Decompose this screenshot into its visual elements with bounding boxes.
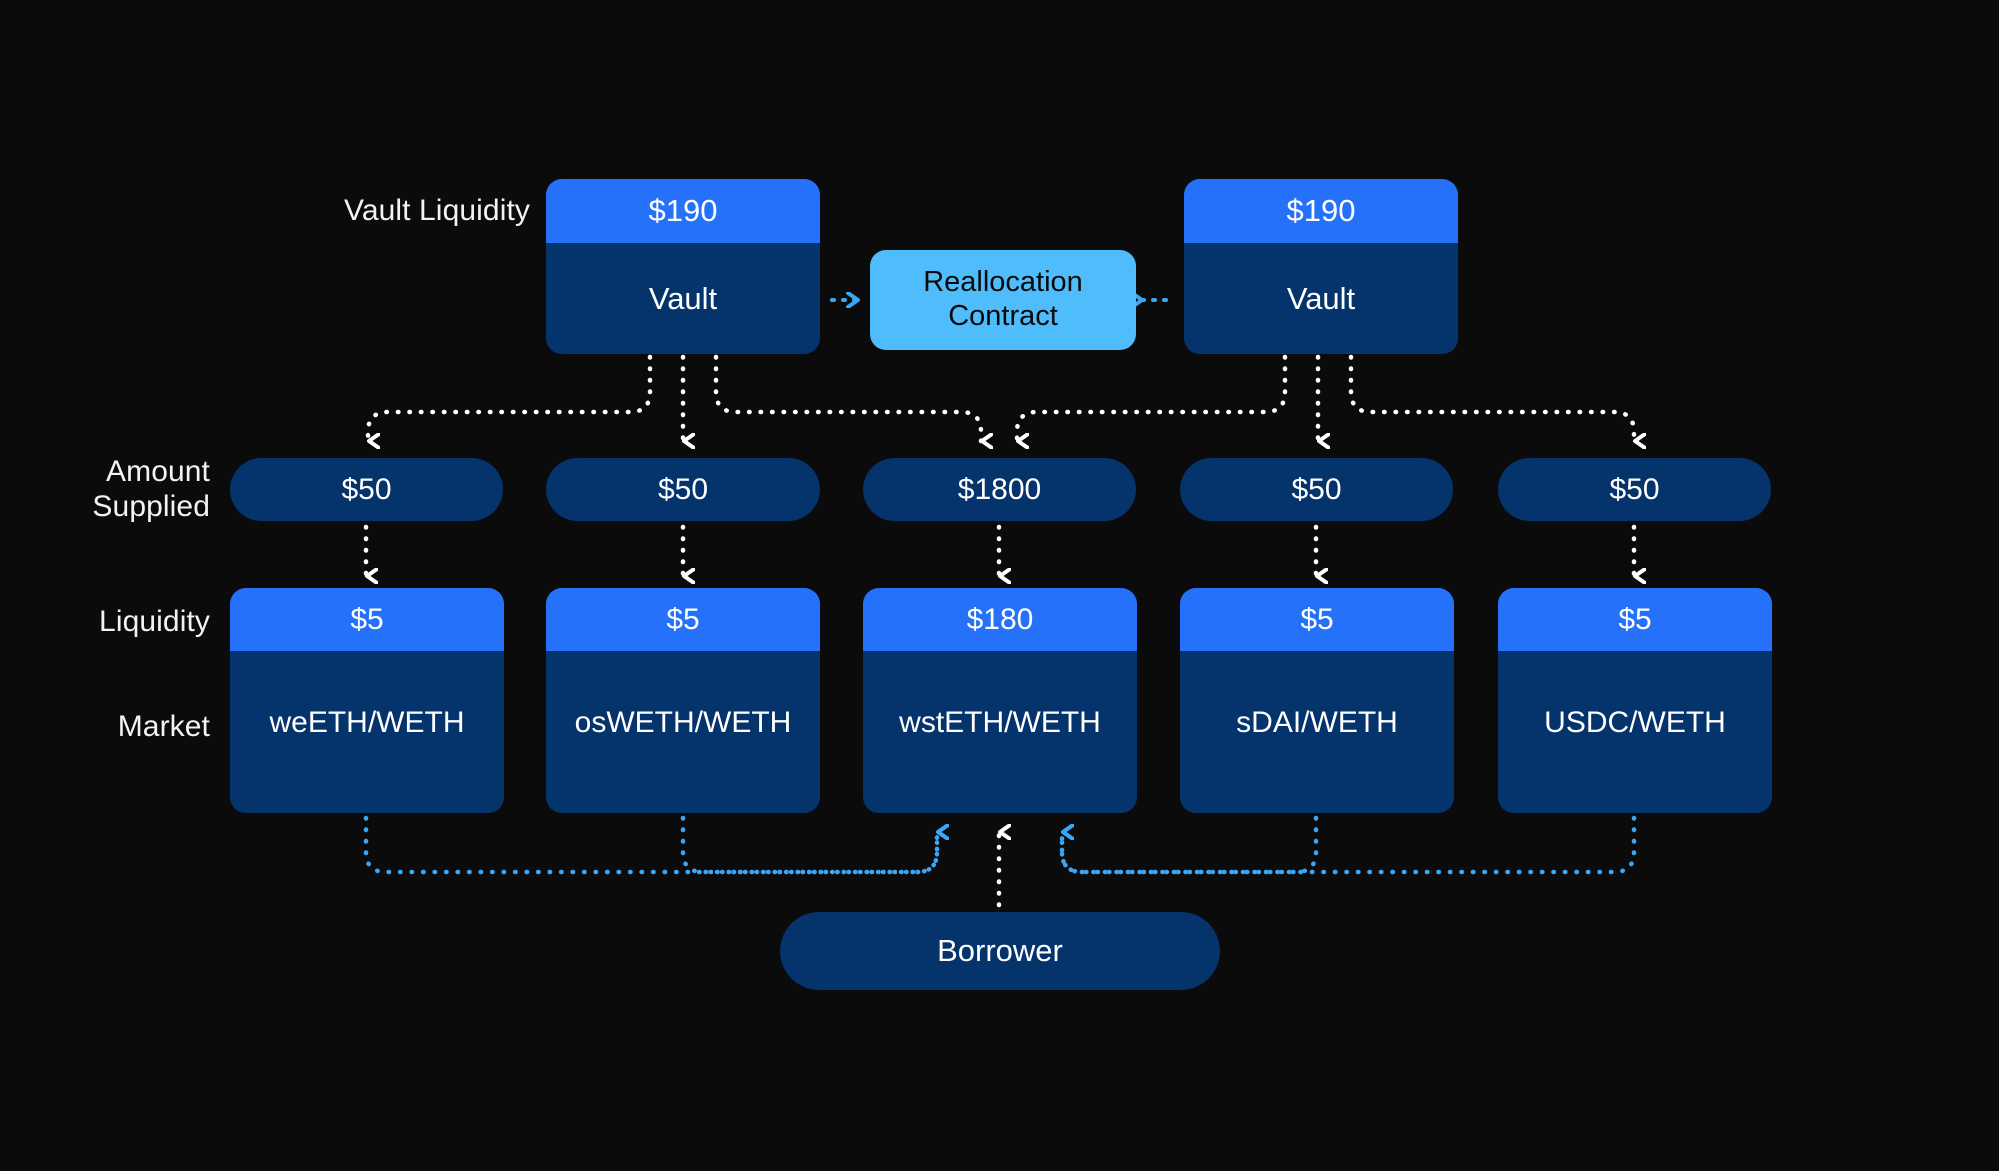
supplied-to-market-edges (363, 524, 1634, 576)
right-vault-fanout-edges (1014, 354, 1634, 441)
market-name: wstETH/WETH (863, 651, 1137, 813)
market-liquidity-value: $5 (546, 588, 820, 651)
market-card[interactable]: $5 weETH/WETH (230, 588, 504, 813)
market-card[interactable]: $5 sDAI/WETH (1180, 588, 1454, 813)
left-vault-fanout-edges (365, 354, 981, 441)
borrower-card[interactable]: Borrower (780, 912, 1220, 990)
reallocation-contract-label: Reallocation Contract (870, 250, 1136, 350)
reallocation-contract-card[interactable]: Reallocation Contract (870, 250, 1136, 350)
vault-name: Vault (546, 243, 820, 354)
market-name: weETH/WETH (230, 651, 504, 813)
amount-supplied-pill[interactable]: $50 (230, 458, 503, 521)
market-card[interactable]: $180 wstETH/WETH (863, 588, 1137, 813)
row-label-amount-supplied: Amount Supplied (92, 455, 210, 523)
amount-supplied-pill[interactable]: $50 (1498, 458, 1771, 521)
vault-liquidity-value: $190 (1184, 179, 1458, 243)
left-market-liquidity-edges (363, 815, 937, 875)
market-name: sDAI/WETH (1180, 651, 1454, 813)
market-name: USDC/WETH (1498, 651, 1772, 813)
market-liquidity-value: $5 (230, 588, 504, 651)
vault-card-right[interactable]: $190 Vault (1184, 179, 1458, 354)
right-market-liquidity-edges (1059, 815, 1637, 875)
amount-supplied-pill[interactable]: $50 (1180, 458, 1453, 521)
market-name: osWETH/WETH (546, 651, 820, 813)
market-liquidity-value: $180 (863, 588, 1137, 651)
row-label-vault-liquidity: Vault Liquidity (343, 194, 530, 227)
market-card[interactable]: $5 osWETH/WETH (546, 588, 820, 813)
borrower-label: Borrower (780, 912, 1220, 990)
market-liquidity-value: $5 (1180, 588, 1454, 651)
market-card[interactable]: $5 USDC/WETH (1498, 588, 1772, 813)
row-label-market: Market (117, 710, 210, 743)
row-label-liquidity: Liquidity (99, 605, 210, 638)
vault-name: Vault (1184, 243, 1458, 354)
vault-liquidity-value: $190 (546, 179, 820, 243)
vault-card-left[interactable]: $190 Vault (546, 179, 820, 354)
amount-supplied-pill[interactable]: $1800 (863, 458, 1136, 521)
market-liquidity-value: $5 (1498, 588, 1772, 651)
amount-supplied-pill[interactable]: $50 (546, 458, 820, 521)
